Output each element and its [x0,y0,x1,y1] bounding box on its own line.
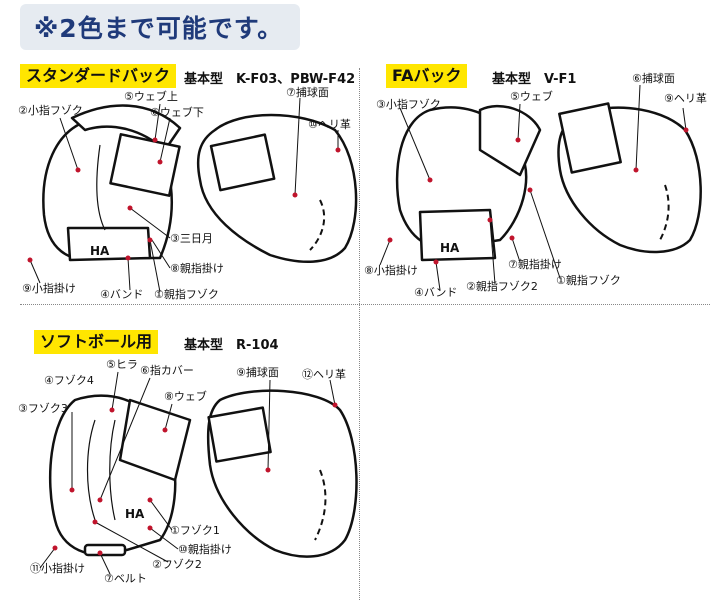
horizontal-divider [20,304,710,305]
label-soft-1: ④フゾク4 [44,374,94,387]
label-standard-4: ⑩ヘリ革 [308,118,351,131]
glove-standard-palm [196,113,358,264]
section-tag-standard: スタンダードバック [20,64,177,88]
label-standard-1: ⑤ウェブ上 [124,90,178,103]
label-soft-11: ⑦ベルト [104,572,147,585]
label-fa-3: ⑨ヘリ革 [664,92,707,105]
page-title: ※2色まで可能です。 [34,14,284,43]
label-soft-3: ⑨捕球面 [236,366,279,379]
glove-fa-back: HA [395,104,542,262]
logo-standard: HA [90,244,110,258]
glove-fa-palm [557,102,702,254]
title-banner: ※2色まで可能です。 [20,4,300,50]
label-soft-2: ⑥指カバー [140,364,194,377]
label-soft-7: ①フゾク1 [170,524,220,537]
label-fa-6: ⑧小指掛け [364,264,418,277]
label-fa-1: ⑤ウェブ [510,90,553,103]
label-standard-5: ③三日月 [170,232,213,245]
section-model-softball: 基本型 R-104 [184,338,279,353]
label-fa-4: ⑦親指掛け [508,258,562,271]
label-soft-10: ⑪小指掛け [30,562,85,575]
label-fa-7: ④バンド [414,286,458,299]
label-soft-6: ③フゾク3 [18,402,68,415]
label-standard-3: ⑦捕球面 [286,86,329,99]
label-standard-8: ④バンド [100,288,144,301]
glove-softball-back: HA [48,394,192,557]
section-model-standard: 基本型 K-F03、PBW-F42 [184,72,356,87]
section-model-fa: 基本型 V-F1 [492,72,577,87]
label-standard-6: ⑧親指掛け [170,262,224,275]
label-soft-5: ⑧ウェブ [164,390,207,403]
section-tag-fa: FAバック [386,64,468,88]
label-soft-4: ⑫ヘリ革 [302,368,346,381]
vertical-divider [359,68,360,600]
label-fa-8: ②親指フゾク2 [466,280,538,293]
label-soft-8: ⑩親指掛け [178,543,232,556]
label-standard-0: ②小指フゾク [18,104,83,117]
label-standard-7: ⑨小指掛け [22,282,76,295]
label-standard-2: ⑥ウェブ下 [150,106,204,119]
label-fa-5: ①親指フゾク [556,274,621,287]
glove-softball-palm [206,389,358,558]
label-standard-9: ①親指フゾク [154,288,219,301]
logo-fa: HA [440,241,460,255]
label-fa-2: ⑥捕球面 [632,72,675,85]
logo-softball: HA [125,507,145,521]
section-tag-softball: ソフトボール用 [34,330,159,354]
label-soft-0: ⑤ヒラ [106,358,138,371]
label-soft-9: ②フゾク2 [152,558,202,571]
label-fa-0: ③小指フゾク [376,98,441,111]
